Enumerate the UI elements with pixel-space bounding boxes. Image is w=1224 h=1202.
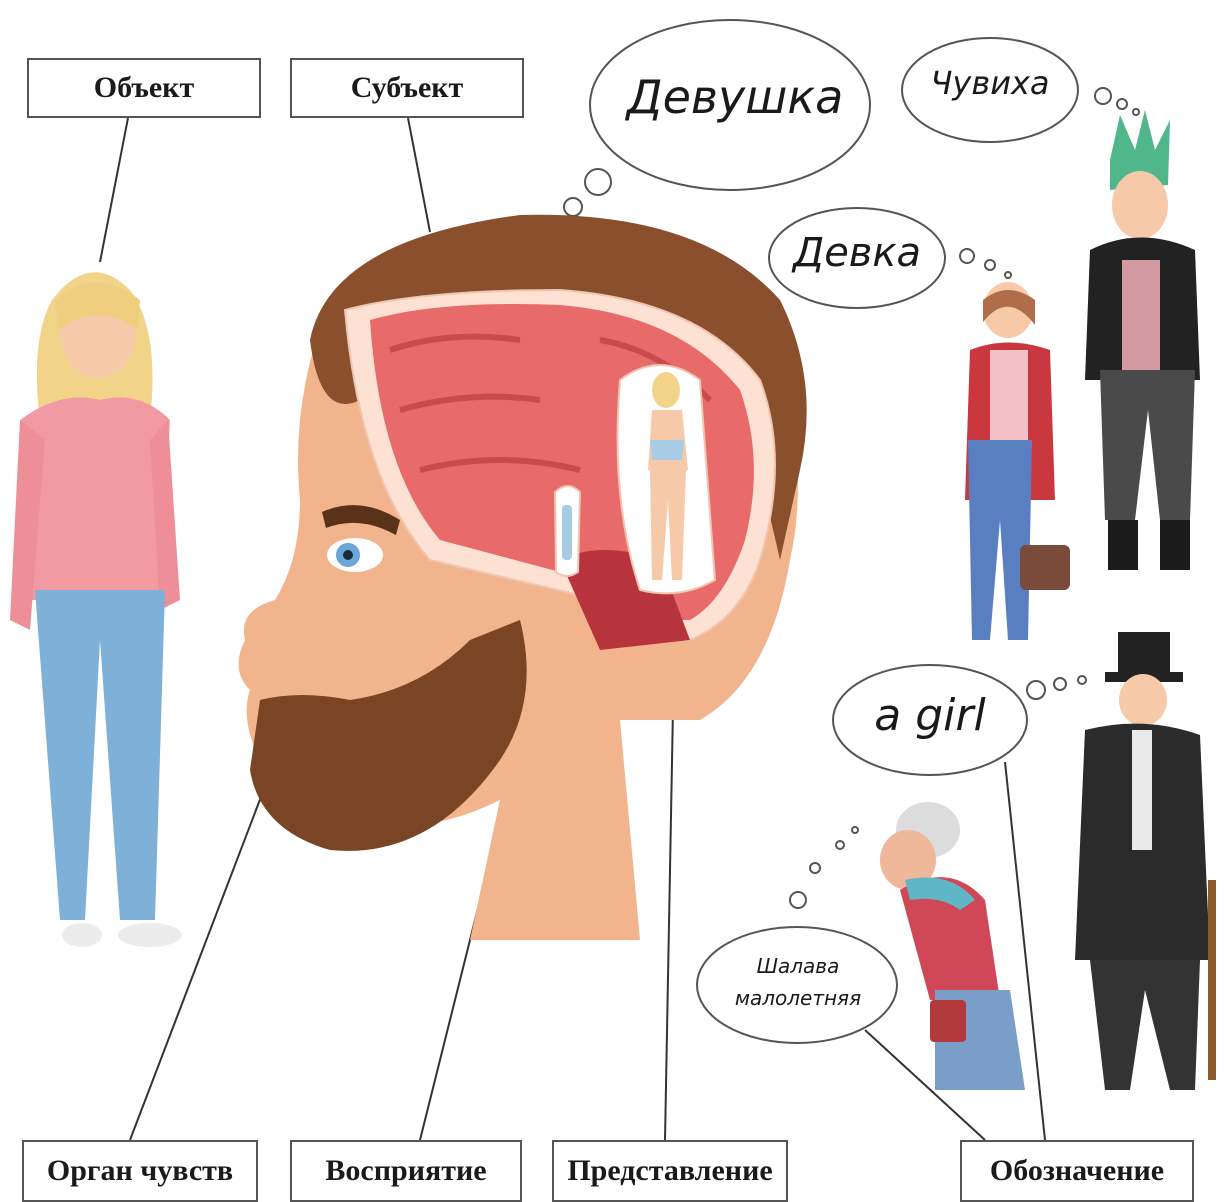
label-designation: Обозначение: [960, 1140, 1194, 1202]
bubble-text-shalava-line2: малолетняя: [700, 982, 896, 1014]
punk-figure: [1085, 110, 1200, 570]
bubble-dot: [810, 863, 820, 873]
label-subject: Субъект: [290, 58, 524, 118]
woman-cardigan-figure: [965, 282, 1070, 640]
bubble-dot: [852, 827, 858, 833]
old-lady-figure: [880, 802, 1025, 1090]
label-representation: Представление: [552, 1140, 788, 1202]
bubble-dot: [1095, 88, 1111, 104]
label-perception: Восприятие: [290, 1140, 522, 1202]
bubble-dot: [1133, 109, 1139, 115]
man-head-figure: [239, 215, 807, 940]
bubble-text-shalava: Шалава малолетняя: [700, 950, 896, 1014]
bubble-dot: [564, 198, 582, 216]
bubble-dot: [1005, 272, 1011, 278]
line-subject: [408, 118, 430, 232]
bubble-dot: [836, 841, 844, 849]
bubble-text-a-girl: a girl: [834, 690, 1026, 741]
gentleman-figure: [1075, 632, 1216, 1090]
bubble-text-shalava-line1: Шалава: [700, 950, 896, 982]
bubble-dot: [790, 892, 806, 908]
girl-object-figure: [10, 272, 182, 947]
bubble-dot: [960, 249, 974, 263]
bubble-text-devushka: Девушка: [600, 70, 870, 124]
bubble-text-chuvikha: Чувиха: [905, 64, 1075, 102]
label-sense-organ: Орган чувств: [22, 1140, 258, 1202]
label-object: Объект: [27, 58, 261, 118]
bubble-dot: [585, 169, 611, 195]
bubble-dot: [985, 260, 995, 270]
bubble-dot: [1054, 678, 1066, 690]
bubble-dot: [1027, 681, 1045, 699]
bubble-dot: [1117, 99, 1127, 109]
line-object: [100, 118, 128, 262]
bubble-text-devka: Девка: [768, 230, 946, 276]
bubble-dot: [1078, 676, 1086, 684]
